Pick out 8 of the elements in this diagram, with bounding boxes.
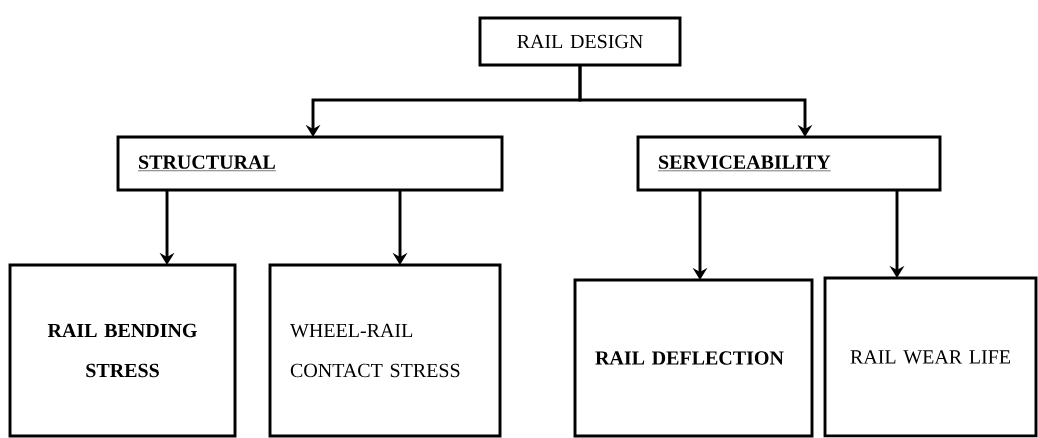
title-box: RAIL DESIGN (478, 16, 682, 67)
criterion-box: WHEEL-RAIL CONTACT STRESS (268, 263, 502, 438)
category-box: SERVICEABILITY (636, 135, 942, 192)
criterion-box: RAIL BENDING STRESS (8, 263, 237, 438)
criterion-box: RAIL WEAR LIFE (823, 276, 1038, 438)
category-box: STRUCTURAL (116, 135, 504, 192)
arrow (578, 65, 813, 137)
criterion-box: RAIL DEFLECTION (573, 278, 814, 438)
